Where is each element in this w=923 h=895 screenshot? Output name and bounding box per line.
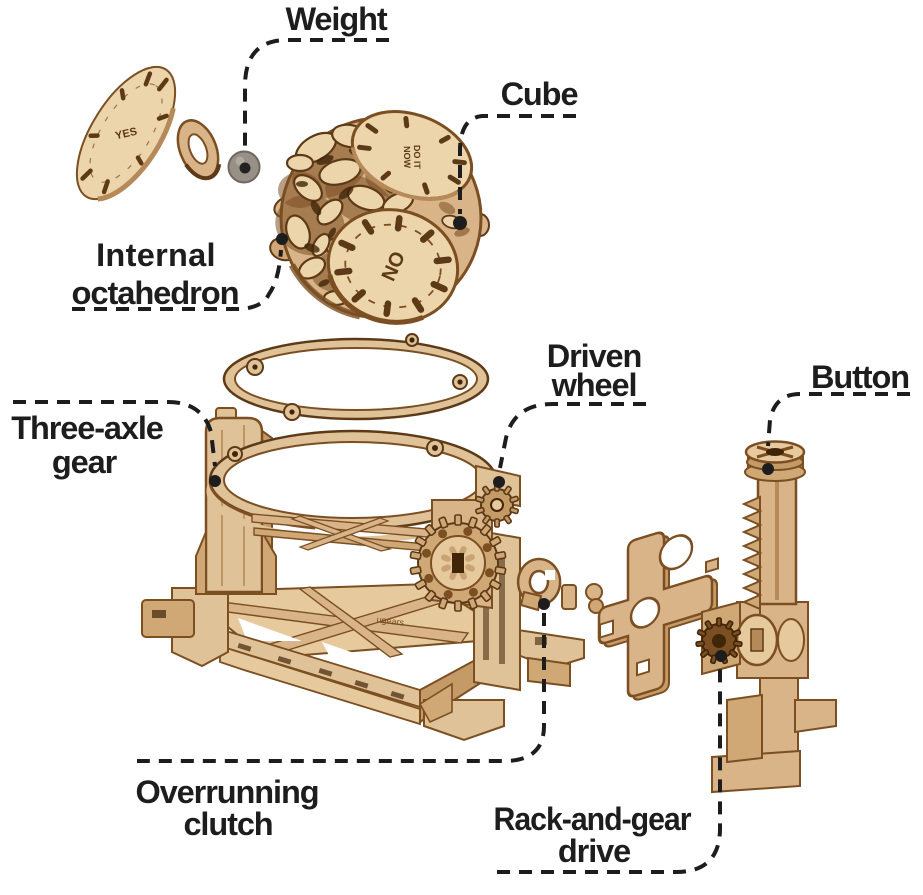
svg-text:Weight: Weight — [285, 1, 387, 37]
svg-text:Internal: Internal — [96, 237, 216, 273]
svg-text:wheel: wheel — [551, 367, 637, 403]
svg-text:octahedron: octahedron — [72, 275, 239, 311]
svg-text:Rack-and-gear: Rack-and-gear — [494, 801, 692, 837]
svg-text:Overrunning: Overrunning — [136, 774, 319, 810]
svg-text:clutch: clutch — [183, 806, 272, 842]
svg-text:gear: gear — [52, 444, 118, 480]
svg-text:Cube: Cube — [501, 76, 578, 112]
svg-text:DO IT: DO IT — [412, 145, 422, 170]
svg-text:YES: YES — [114, 126, 138, 143]
svg-text:Three-axle: Three-axle — [11, 410, 163, 446]
svg-text:drive: drive — [558, 833, 630, 869]
svg-text:Button: Button — [811, 359, 909, 395]
svg-text:Driven: Driven — [547, 338, 642, 374]
svg-text:ugears: ugears — [376, 614, 405, 627]
svg-text:NOW: NOW — [402, 146, 412, 169]
